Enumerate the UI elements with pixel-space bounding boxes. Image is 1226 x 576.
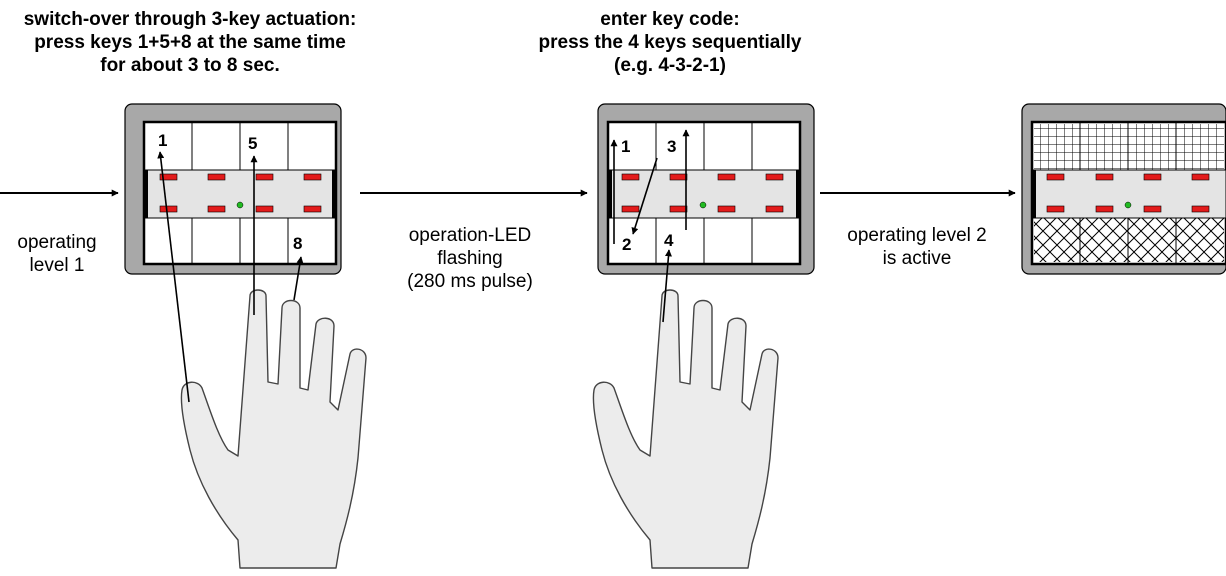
heading-line: press the 4 keys sequentially — [538, 32, 802, 53]
caption-line: operation-LED — [408, 225, 532, 246]
caption-led-flashing: operation-LED flashing (280 ms pulse) — [370, 224, 570, 293]
finger-arrow-key8 — [293, 256, 304, 301]
hand-icon — [592, 289, 779, 569]
caption-operating-level-2: operating level 2 is active — [812, 224, 1022, 270]
heading-key-code: enter key code: press the 4 keys sequent… — [535, 8, 805, 77]
key-label-1: 1 — [158, 131, 167, 150]
keypad-panel-code — [597, 103, 815, 275]
caption-line: level 1 — [29, 255, 85, 276]
heading-line: for about 3 to 8 sec. — [100, 55, 280, 76]
heading-line: press keys 1+5+8 at the same time — [34, 32, 346, 53]
caption-line: is active — [882, 248, 952, 269]
finger-arrow-key1 — [157, 151, 190, 403]
caption-line: operating level 2 — [847, 225, 987, 246]
code-arrow-4 — [662, 249, 672, 323]
heading-line: enter key code: — [600, 9, 740, 30]
key-label-8: 8 — [293, 234, 302, 253]
code-arrow-2 — [631, 157, 658, 235]
key-label-5: 5 — [248, 134, 257, 153]
keypad-panel-level2 — [1021, 103, 1226, 275]
caption-line: operating — [17, 232, 97, 253]
caption-line: flashing — [437, 248, 503, 269]
key-label-2: 2 — [622, 235, 631, 254]
key-label-3: 3 — [667, 137, 676, 156]
key-label-4: 4 — [664, 231, 674, 250]
hand-icon — [180, 289, 367, 569]
caption-operating-level-1: operating level 1 — [2, 231, 112, 277]
heading-line: switch-over through 3-key actuation: — [23, 9, 357, 30]
keypad-panel-level1 — [124, 103, 342, 275]
heading-3-key-actuation: switch-over through 3-key actuation: pre… — [20, 8, 360, 77]
heading-line: (e.g. 4-3-2-1) — [614, 55, 726, 76]
caption-line: (280 ms pulse) — [407, 271, 533, 292]
key-label-1: 1 — [621, 137, 630, 156]
